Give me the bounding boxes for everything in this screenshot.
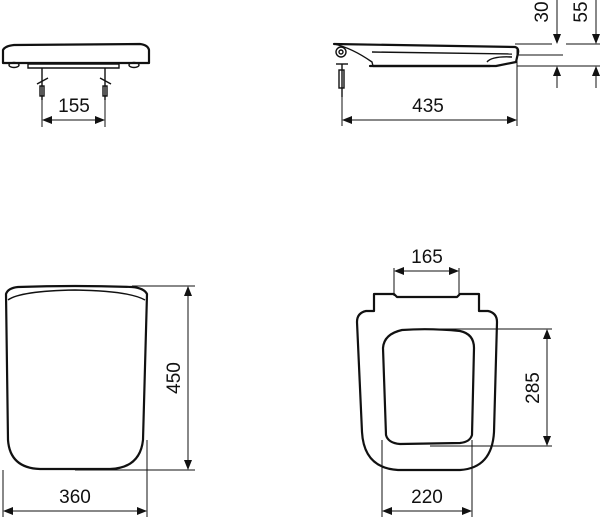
- dim-lid-length: 450: [164, 362, 185, 394]
- seat-opening: [381, 328, 476, 446]
- side-view: 435 30 55: [332, 0, 600, 126]
- front-seat-base: [27, 63, 120, 69]
- fixing-bolt-left-icon: [36, 68, 49, 100]
- dim-lid-width: 360: [59, 487, 91, 508]
- front-seat-body: [1, 42, 151, 65]
- dim-length-side: 435: [412, 96, 444, 117]
- dim-hinge-width: 165: [411, 247, 443, 268]
- dim-height-closed: 30: [532, 1, 553, 22]
- top-view-seat: 165 285 220: [355, 247, 552, 517]
- seat-outline: [355, 292, 499, 472]
- dim-opening-width: 220: [411, 487, 443, 508]
- lid-outline: [4, 284, 149, 471]
- fixing-bolt-right-icon: [99, 68, 112, 100]
- dim-opening-length: 285: [523, 372, 544, 404]
- dim-fixing-distance: 155: [58, 96, 90, 117]
- top-view-lid: 450 360: [2, 284, 195, 517]
- side-fixing-bolt-icon: [338, 64, 345, 97]
- dim-height-total: 55: [571, 1, 592, 22]
- front-view: 155: [1, 42, 151, 127]
